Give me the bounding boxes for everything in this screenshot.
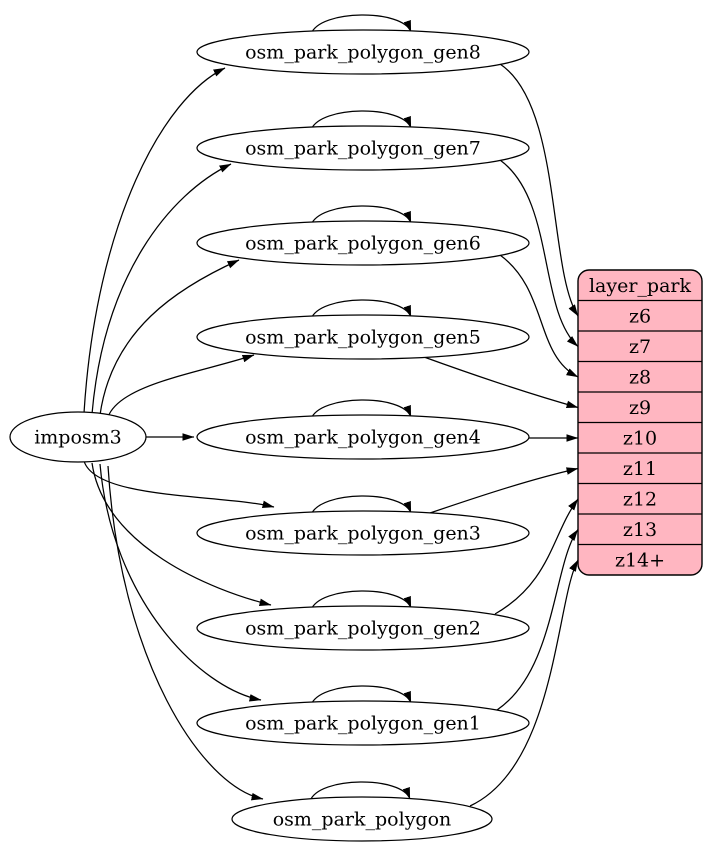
self-loop-osm-park-polygon-gen1 <box>310 685 412 706</box>
layer-park-row-z13: z13 <box>623 519 657 541</box>
layer-park-row-z11: z11 <box>623 458 657 480</box>
osm-park-polygon-label: osm_park_polygon <box>273 809 452 831</box>
layer-park-row-z7: z7 <box>629 336 651 358</box>
osm-park-polygon-gen2-shape <box>196 605 530 651</box>
edge-osm-park-polygon-gen2-to-z12 <box>494 498 579 615</box>
edge-osm-park-polygon-to-z14plus <box>469 559 579 807</box>
node-osm-park-polygon-gen4: osm_park_polygon_gen4 <box>196 414 530 460</box>
node-osm-park-polygon-gen5: osm_park_polygon_gen5 <box>196 314 530 360</box>
node-osm-park-polygon-gen1: osm_park_polygon_gen1 <box>196 700 530 746</box>
osm-park-polygon-gen3-label: osm_park_polygon_gen3 <box>245 523 481 545</box>
layer-park-row-z6: z6 <box>629 305 651 327</box>
layer-park-row-z14plus: z14+ <box>615 549 665 571</box>
layer-park-row-z10: z10 <box>623 427 657 449</box>
imposm3-shape <box>9 411 147 463</box>
self-loop-osm-park-polygon-gen4 <box>310 399 412 420</box>
osm-park-polygon-gen4-shape <box>196 414 530 460</box>
edge-imposm3-to-osm-park-polygon-gen8 <box>83 67 226 414</box>
edge-imposm3-to-osm-park-polygon-gen2 <box>91 462 272 606</box>
layer-park-row-z8: z8 <box>629 366 651 388</box>
edge-osm-park-polygon-gen3-to-z11 <box>429 467 579 514</box>
node-osm-park-polygon-gen2: osm_park_polygon_gen2 <box>196 605 530 651</box>
edge-imposm3-to-osm-park-polygon-gen6 <box>99 259 240 416</box>
edge-imposm3-to-osm-park-polygon-gen5 <box>107 354 255 418</box>
edge-imposm3-to-osm-park-polygon-gen3 <box>83 460 275 508</box>
edge-imposm3-to-osm-park-polygon <box>107 465 264 801</box>
self-loop-osm-park-polygon-gen8 <box>310 14 412 35</box>
node-imposm3: imposm3 <box>9 411 147 463</box>
edge-osm-park-polygon-gen6-to-z8 <box>499 254 579 378</box>
osm-park-polygon-gen2-label: osm_park_polygon_gen2 <box>245 618 481 640</box>
edge-imposm3-to-osm-park-polygon-gen1 <box>99 463 262 702</box>
self-loop-osm-park-polygon-gen7 <box>310 110 412 131</box>
self-loop-osm-park-polygon-gen5 <box>310 299 412 320</box>
node-layer-park: layer_park z6 z7 z8 z9 z10 z11 z12 z13 z14+ <box>577 269 703 576</box>
osm-park-polygon-gen1-label: osm_park_polygon_gen1 <box>245 713 481 735</box>
osm-park-polygon-gen6-label: osm_park_polygon_gen6 <box>245 233 481 255</box>
osm-park-polygon-gen3-shape <box>196 510 530 556</box>
osm-park-polygon-gen5-shape <box>196 314 530 360</box>
osm-park-polygon-gen7-label: osm_park_polygon_gen7 <box>245 138 481 160</box>
edge-imposm3-to-osm-park-polygon-gen7 <box>91 163 232 415</box>
node-osm-park-polygon-gen8: osm_park_polygon_gen8 <box>196 29 530 75</box>
self-loop-osm-park-polygon-gen3 <box>310 495 412 516</box>
osm-park-polygon-gen6-shape <box>196 220 530 266</box>
osm-park-polygon-gen8-shape <box>196 29 530 75</box>
edge-osm-park-polygon-gen7-to-z7 <box>499 159 579 347</box>
self-loop-osm-park-polygon-gen2 <box>310 590 412 611</box>
node-osm-park-polygon-gen3: osm_park_polygon_gen3 <box>196 510 530 556</box>
edge-osm-park-polygon-gen1-to-z13 <box>496 529 579 711</box>
osm-park-polygon-shape <box>231 796 493 842</box>
osm-park-polygon-gen8-label: osm_park_polygon_gen8 <box>245 42 481 64</box>
osm-park-polygon-gen5-label: osm_park_polygon_gen5 <box>245 327 481 349</box>
layer-park-row-z9: z9 <box>629 397 651 419</box>
edge-osm-park-polygon-gen8-to-z6 <box>499 63 579 317</box>
self-loop-osm-park-polygon-gen6 <box>310 205 412 226</box>
edge-osm-park-polygon-gen5-to-z9 <box>423 356 579 409</box>
osm-park-polygon-gen1-shape <box>196 700 530 746</box>
node-osm-park-polygon-gen7: osm_park_polygon_gen7 <box>196 125 530 171</box>
osm-park-polygon-gen7-shape <box>196 125 530 171</box>
imposm3-label: imposm3 <box>34 427 122 449</box>
node-osm-park-polygon: osm_park_polygon <box>231 796 493 842</box>
layer-park-row-z12: z12 <box>623 488 657 510</box>
self-loop-osm-park-polygon <box>309 781 411 802</box>
osm-park-polygon-gen4-label: osm_park_polygon_gen4 <box>245 427 481 449</box>
layer-park-header: layer_park <box>589 275 692 297</box>
node-osm-park-polygon-gen6: osm_park_polygon_gen6 <box>196 220 530 266</box>
